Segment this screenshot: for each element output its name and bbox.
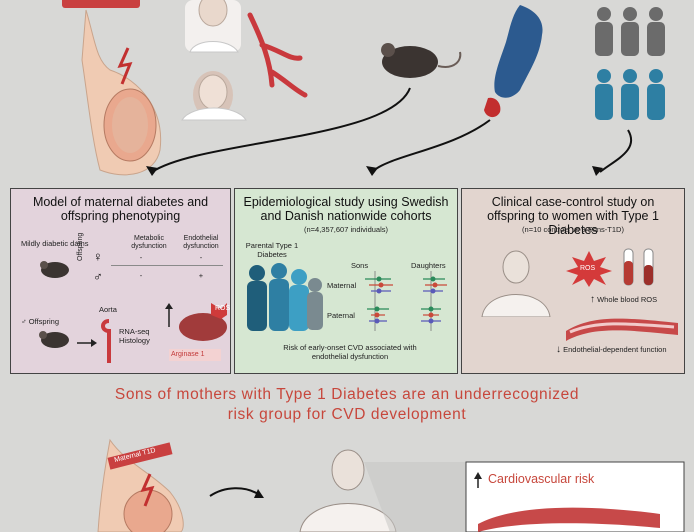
- ros-caption: ↑ Whole blood ROS: [590, 294, 658, 305]
- col-endothelial: Endothelial dysfunction: [183, 235, 219, 250]
- male-symbol: ♂: [93, 269, 103, 284]
- panel-maternal-model: Model of maternal diabetes and offspring…: [10, 188, 231, 374]
- man-bottom-icon: [299, 449, 470, 532]
- forest-plot: [365, 271, 447, 331]
- top-red-tag: [62, 0, 140, 8]
- parental-label: Parental Type 1 Diabetes: [245, 241, 299, 259]
- risk-vessel-icon: [478, 507, 660, 532]
- male-metabolic: -: [139, 271, 143, 280]
- panel-left-title: Model of maternal diabetes and offspring…: [32, 195, 209, 223]
- woman-face-icon: [181, 71, 247, 121]
- offspring-axis-label: Offspring: [77, 232, 84, 261]
- panel-right-n: (n=10 controls vs 9 Sons-T1D): [522, 225, 624, 234]
- male-endothelial: +: [198, 271, 204, 280]
- arrow-down-icon: ↓: [556, 344, 561, 355]
- headline-line-2: risk group for CVD development: [227, 406, 467, 423]
- arginase-label: Arginase 1: [171, 351, 205, 358]
- bottom-illustrations-svg: [97, 438, 685, 532]
- arrow-up-risk-icon: [474, 472, 482, 488]
- endo-caption-text: Endothelial-dependent function: [563, 345, 667, 354]
- mouse-icon: [381, 43, 462, 78]
- female-endothelial: -: [199, 253, 203, 262]
- endo-caption: ↓ Endothelial-dependent function: [556, 344, 667, 355]
- cell-ros-icon: [165, 303, 227, 341]
- sweden-map-icon: [484, 5, 543, 118]
- col-daughters: Daughters: [411, 261, 446, 270]
- offspring-label: ♂ Offspring: [21, 317, 60, 326]
- panel-clinical: Clinical case-control study on offspring…: [461, 188, 685, 374]
- col-sons: Sons: [351, 261, 369, 270]
- ros-burst-icon: [566, 251, 612, 287]
- man-face-icon: [185, 0, 241, 53]
- panel-epidemiological: Epidemiological study using Swedish and …: [234, 188, 458, 374]
- female-metabolic: -: [139, 253, 143, 262]
- panel-mid-title: Epidemiological study using Swedish and …: [243, 195, 449, 223]
- ros-burst-label: ROS: [580, 265, 596, 272]
- female-symbol: ♀: [93, 249, 103, 264]
- ros-label: ROS: [215, 305, 231, 312]
- aorta-icon: [101, 319, 111, 363]
- top-illustrations-svg: [81, 0, 665, 176]
- mouse-dams-icon: [40, 261, 69, 278]
- methods-label: RNA-seq Histology: [119, 327, 150, 345]
- aorta-label: Aorta: [99, 305, 117, 314]
- panel-mid-footer: Risk of early-onset CVD associated with …: [283, 343, 417, 361]
- people-crowd-icon: [247, 263, 323, 331]
- man-portrait-icon: [481, 250, 551, 317]
- panel-right-title: Clinical case-control study on offspring…: [487, 195, 659, 237]
- row-paternal: Paternal: [327, 311, 355, 320]
- flow-arrows: [151, 87, 633, 173]
- people-gray-icon: [595, 7, 665, 56]
- arginase-box: [169, 349, 221, 361]
- headline-line-1: Sons of mothers with Type 1 Diabetes are…: [114, 386, 580, 403]
- col-metabolic: Metabolic dysfunction: [131, 235, 167, 250]
- risk-label: Cardiovascular risk: [488, 472, 595, 486]
- blood-tubes-icon: [623, 248, 654, 286]
- blood-vessel-band-icon: [566, 318, 678, 341]
- ros-caption-text: Whole blood ROS: [597, 295, 658, 304]
- mouse-offspring-icon: [39, 331, 69, 348]
- people-teal-icon: [595, 69, 665, 120]
- dams-label: Mildly diabetic dams: [21, 239, 89, 248]
- row-maternal: Maternal: [327, 281, 357, 290]
- panel-mid-n: (n=4,357,607 individuals): [303, 225, 389, 234]
- grid-line: [111, 265, 223, 266]
- arrow-up-icon: ↑: [590, 294, 595, 305]
- blood-vessel-icon: [247, 12, 308, 98]
- arrow-right-bottom-icon: [209, 487, 264, 498]
- arrow-right-icon: [77, 339, 97, 347]
- top-illustration: [0, 0, 694, 180]
- pregnant-belly-icon: [81, 9, 162, 176]
